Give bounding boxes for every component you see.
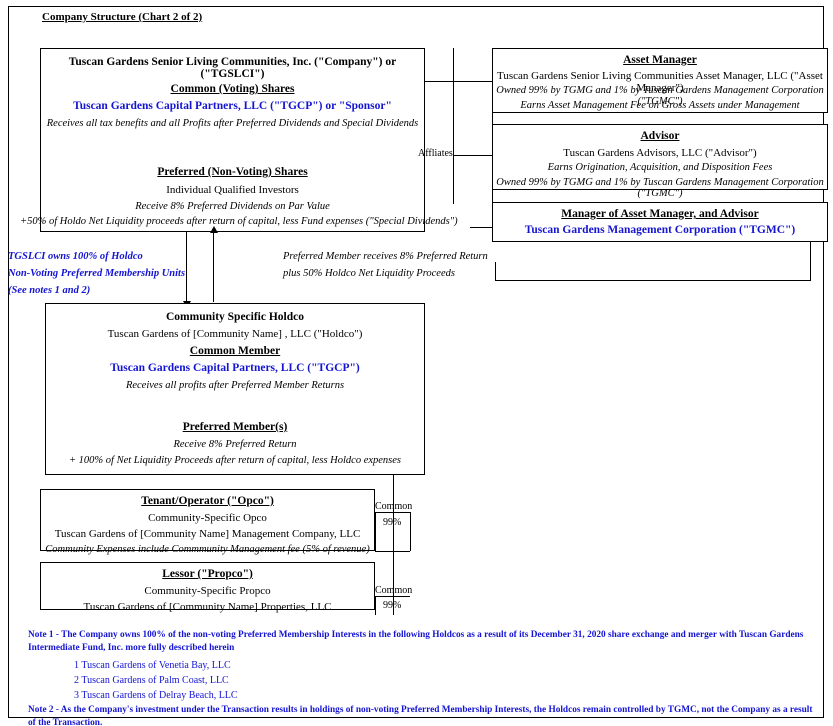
opco-expenses-note: Community Expenses include Commmunity Ma… (45, 544, 370, 555)
propco-ownership-label: Common (375, 585, 413, 596)
asset-manager-heading: Asset Manager (623, 54, 697, 66)
manager-to-holdco-horizontal (495, 280, 811, 281)
opco-callout-left-edge (375, 512, 376, 551)
manager-entity: Tuscan Gardens Management Corporation ("… (524, 224, 796, 236)
opco-subtitle: Community-Specific Opco (148, 512, 267, 524)
manager-down-line (810, 242, 811, 280)
opco-callout-right-edge (410, 512, 411, 551)
common-voting-shares-entity: Tuscan Gardens Capital Partners, LLC ("T… (73, 100, 392, 112)
preferred-shares-heading: Preferred (Non-Voting) Shares (157, 166, 308, 178)
tgslci-note-line-2: Non-Voting Preferred Membership Units (8, 268, 186, 279)
opco-ownership-underline (375, 512, 410, 513)
asset-manager-entity: Tuscan Gardens Senior Living Communities… (497, 70, 823, 94)
chart-title: Company Structure (Chart 2 of 2) (42, 11, 203, 23)
opco-ownership-label: Common (375, 501, 413, 512)
preferred-member-return-line-2: plus 50% Holdco Net Liquidity Proceeds (283, 268, 455, 279)
holdco-preferred-member-note-2: + 100% of Net Liquidity Proceeds after r… (68, 455, 402, 466)
holdco-box: Community Specific Holdco Tuscan Gardens… (45, 303, 425, 475)
affiliates-vertical-line (453, 48, 454, 204)
company-to-holdco-arrow (182, 232, 191, 308)
tgslci-note-line-1: TGSLCI owns 100% of Holdco (8, 251, 143, 262)
holdco-common-member-heading: Common Member (189, 345, 281, 357)
holdco-entity: Tuscan Gardens of [Community Name] , LLC… (107, 328, 363, 340)
tgslci-note-line-3: (See notes 1 and 2) (8, 285, 91, 296)
advisor-ownership: Owned 99% by TGMG and 1% by Tuscan Garde… (496, 177, 824, 199)
holdco-heading: Community Specific Holdco (166, 311, 304, 323)
preferred-shares-note-1: Receive 8% Preferred Dividends on Par Va… (135, 201, 330, 212)
company-to-asset-manager-line (425, 81, 492, 82)
holdco-common-member-note: Receives all profits after Preferred Mem… (125, 380, 345, 391)
page-border (8, 6, 824, 718)
note-2: Note 2 - As the Company's investment und… (28, 705, 813, 726)
preferred-member-return-line-1: Preferred Member receives 8% Preferred R… (283, 251, 488, 262)
asset-manager-ownership: Owned 99% by TGMG and 1% by Tuscan Garde… (496, 85, 824, 107)
propco-subtitle: Community-Specific Propco (144, 585, 271, 597)
advisor-heading: Advisor (640, 130, 680, 142)
right-boxes-spine (492, 81, 493, 227)
note-1-item-1: 1 Tuscan Gardens of Venetia Bay, LLC (74, 660, 231, 671)
holdco-preferred-member-heading: Preferred Member(s) (182, 421, 288, 433)
advisor-entity: Tuscan Gardens Advisors, LLC ("Advisor") (563, 147, 757, 159)
opco-callout-bottom (375, 551, 410, 552)
asset-manager-fee: Earns Asset Management Fee on Gross Asse… (520, 100, 800, 111)
note-1-item-2: 2 Tuscan Gardens of Palm Coast, LLC (74, 675, 229, 686)
propco-callout-left-edge (375, 596, 376, 615)
spine-to-advisor-line (470, 155, 492, 156)
asset-manager-box: Asset Manager Tuscan Gardens Senior Livi… (492, 48, 828, 113)
holdco-preferred-member-note-1: Receive 8% Preferred Return (173, 439, 297, 450)
preferred-shares-entity: Individual Qualified Investors (166, 184, 299, 196)
opco-ownership-pct: 99% (383, 517, 402, 528)
note-1-item-3: 3 Tuscan Gardens of Delray Beach, LLC (74, 690, 238, 701)
propco-heading: Lessor ("Propco") (162, 568, 253, 580)
holdco-to-company-arrow (209, 226, 218, 302)
opco-box: Tenant/Operator ("Opco") Community-Speci… (40, 489, 375, 555)
advisor-fees: Earns Origination, Acquisition, and Disp… (547, 162, 773, 173)
propco-ownership-pct: 99% (383, 600, 402, 611)
advisor-box: Advisor Tuscan Gardens Advisors, LLC ("A… (492, 124, 828, 199)
company-title: Tuscan Gardens Senior Living Communities… (68, 56, 397, 80)
propco-entity: Tuscan Gardens of [Community Name] Prope… (83, 601, 332, 613)
holdco-to-subsidiaries-spine (393, 475, 394, 615)
common-voting-shares-note: Receives all tax benefits and all Profit… (46, 118, 419, 129)
propco-ownership-underline (375, 596, 410, 597)
holdco-common-member-entity: Tuscan Gardens Capital Partners, LLC ("T… (110, 362, 360, 374)
common-voting-shares-heading: Common (Voting) Shares (170, 83, 295, 95)
preferred-shares-note-2: +50% of Holdo Net Liquidity proceeds aft… (20, 216, 458, 227)
company-box: Tuscan Gardens Senior Living Communities… (40, 48, 425, 232)
opco-entity: Tuscan Gardens of [Community Name] Manag… (54, 528, 361, 540)
affiliates-label: Affliates (418, 148, 453, 159)
note-1: Note 1 - The Company owns 100% of the no… (28, 630, 804, 653)
propco-box: Lessor ("Propco") Community-Specific Pro… (40, 562, 375, 613)
opco-heading: Tenant/Operator ("Opco") (141, 495, 274, 507)
manager-box: Manager of Asset Manager, and Advisor Tu… (492, 202, 828, 242)
manager-heading: Manager of Asset Manager, and Advisor (561, 208, 759, 220)
preferred-return-tick-line (495, 262, 496, 281)
spine-to-manager-line (470, 227, 492, 228)
notes-block: Note 1 - The Company owns 100% of the no… (28, 629, 820, 726)
